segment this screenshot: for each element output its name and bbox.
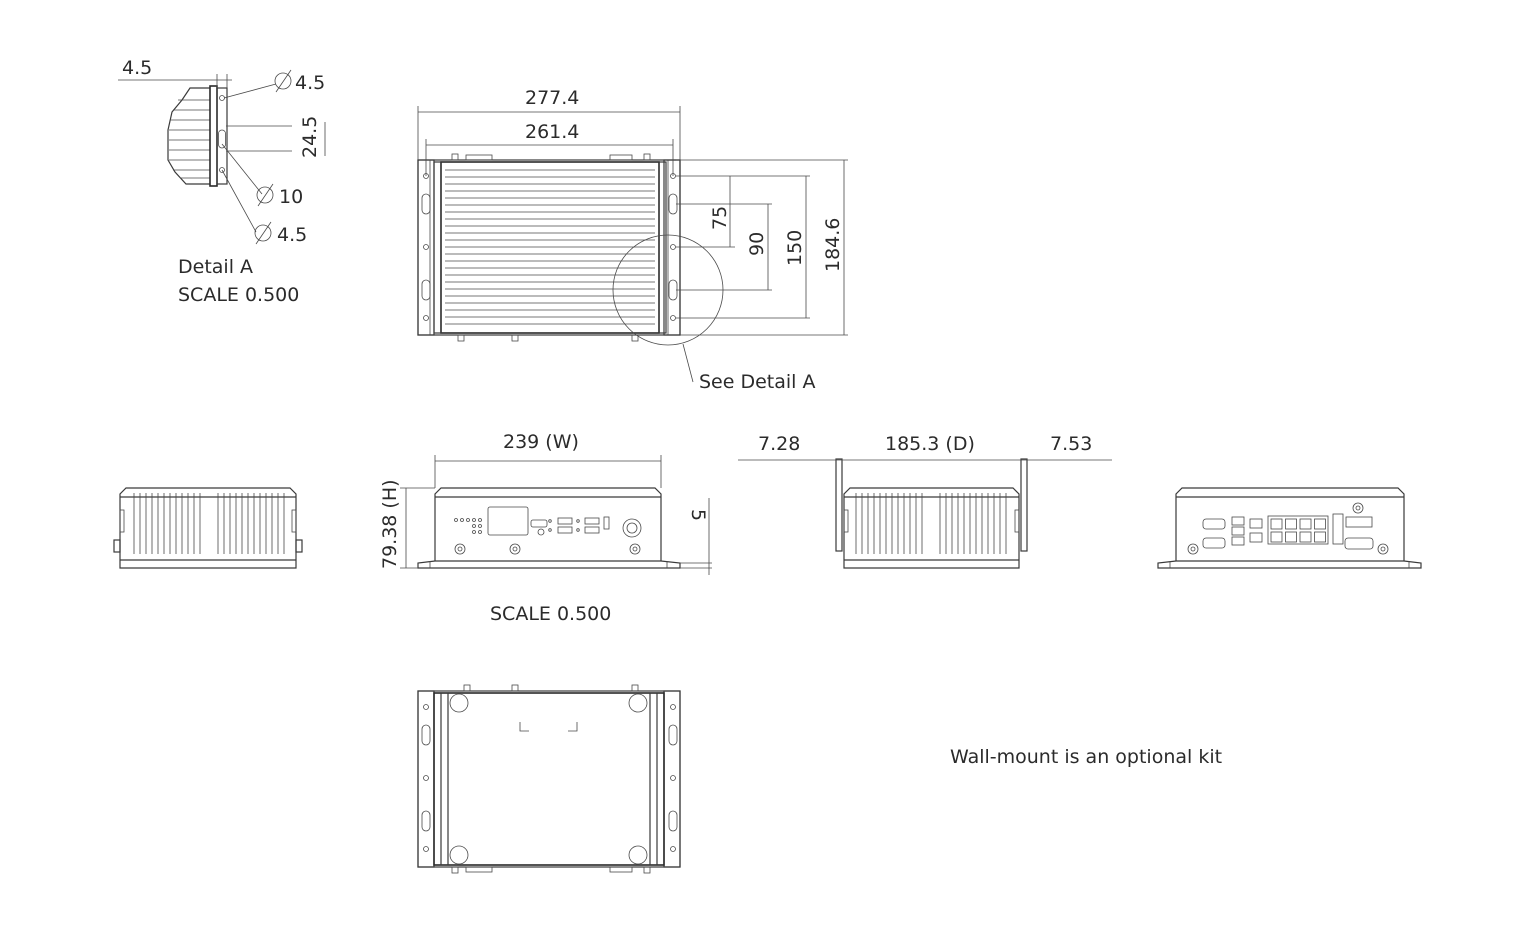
top-view-dim-90: 90 xyxy=(746,232,768,256)
diameter-icon xyxy=(256,183,274,207)
diameter-icon xyxy=(254,221,272,245)
detail-a-dim-slot: 24.5 xyxy=(299,116,321,158)
side-view-dim-depth: 185.3 (D) xyxy=(885,433,975,455)
rj45-port xyxy=(1314,531,1326,543)
rj45-port xyxy=(1285,518,1297,530)
left-side-view xyxy=(113,487,303,569)
detail-a-dia-slot: 10 xyxy=(279,186,303,208)
side-view-dim-left: 7.28 xyxy=(758,433,800,455)
top-view-dim-75: 75 xyxy=(709,206,731,230)
rj45-port xyxy=(1270,518,1283,530)
top-view-dim-150: 150 xyxy=(784,230,806,266)
front-view-scale: SCALE 0.500 xyxy=(490,603,611,625)
rj45-port xyxy=(1314,518,1326,530)
top-view-dim-overall-width: 277.4 xyxy=(525,87,579,109)
detail-a-dia-hole-bottom: 4.5 xyxy=(277,224,307,246)
detail-a-view: 4.5 4.5 24.5 10 4.5 Detail A SCALE 0.500 xyxy=(118,57,326,306)
front-view-dim-width: 239 (W) xyxy=(503,431,579,453)
top-view: 277.4 261.4 75 90 150 184.6 See Detail A xyxy=(417,87,848,393)
io-ports xyxy=(454,506,642,555)
wall-mount-note: Wall-mount is an optional kit xyxy=(950,746,1222,768)
rj45-port xyxy=(1299,531,1312,543)
detail-a-dim-top: 4.5 xyxy=(122,57,152,79)
front-view-dim-flange: 5 xyxy=(687,509,709,521)
rear-view xyxy=(1157,487,1422,569)
detail-a-title: Detail A xyxy=(178,256,253,278)
front-view: 239 (W) 79.38 (H) 5 SCALE 0.500 xyxy=(379,431,712,625)
front-view-dim-height: 79.38 (H) xyxy=(379,479,401,569)
detail-a-scale: SCALE 0.500 xyxy=(178,284,299,306)
detail-a-dia-hole-top: 4.5 xyxy=(295,72,325,94)
rj45-port xyxy=(1299,518,1312,530)
rj45-port xyxy=(1270,531,1283,543)
side-view-dim-right: 7.53 xyxy=(1050,433,1092,455)
top-view-callout: See Detail A xyxy=(699,371,816,393)
right-side-view: 7.28 185.3 (D) 7.53 xyxy=(738,433,1112,569)
rear-io-ports xyxy=(1187,502,1389,555)
bottom-view xyxy=(417,684,681,874)
top-view-dim-depth: 184.6 xyxy=(822,218,844,272)
diameter-icon xyxy=(274,69,292,93)
rj45-port xyxy=(1285,531,1297,543)
top-view-dim-hole-spacing: 261.4 xyxy=(525,121,579,143)
